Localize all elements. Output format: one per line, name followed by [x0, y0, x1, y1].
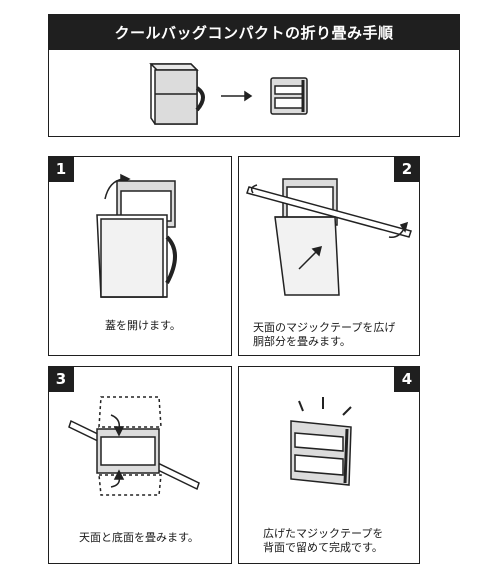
overview-illustration [149, 63, 308, 125]
step-2-illustration [246, 178, 412, 296]
step-3-caption-line-1: 天面と底面を畳みます。 [79, 531, 199, 544]
instructions-title-bar: クールバッグコンパクトの折り畳み手順 [48, 14, 460, 50]
step-1-panel: 1 蓋を開けます。 [48, 156, 232, 356]
step-4-caption: 広げたマジックテープを 背面で留めて完成です。 [263, 527, 383, 555]
step-1-number: 1 [48, 156, 74, 182]
step-4-panel: 4 広げたマジックテープを 背面で留めて完成です。 [238, 366, 420, 564]
step-2-caption-line-1: 天面のマジックテープを広げ [253, 321, 396, 334]
step-4-illustration [290, 397, 352, 486]
folded-bag-icon [270, 77, 308, 115]
step-2-panel: 2 天面のマジックテープを広げ 胴部分を畳みます。 [238, 156, 420, 356]
step-2-caption: 天面のマジックテープを広げ 胴部分を畳みます。 [253, 321, 395, 349]
step-1-caption-line-1: 蓋を開けます。 [105, 319, 181, 332]
step-3-panel: 3 天面と底面を畳みます。 [48, 366, 232, 564]
arrow-right-icon [221, 90, 253, 102]
step-2-caption-line-2: 胴部分を畳みます。 [253, 335, 351, 348]
step-4-caption-line-2: 背面で留めて完成です。 [263, 541, 383, 554]
step-3-number: 3 [48, 366, 74, 392]
step-3-illustration [68, 396, 200, 496]
instructions-title: クールバッグコンパクトの折り畳み手順 [114, 23, 394, 42]
step-1-caption: 蓋を開けます。 [105, 319, 181, 333]
step-1-illustration [96, 173, 177, 298]
full-bag-icon [149, 63, 205, 125]
step-4-caption-line-1: 広げたマジックテープを [263, 527, 384, 540]
step-4-number: 4 [394, 366, 420, 392]
overview-panel [48, 50, 460, 137]
step-2-number: 2 [394, 156, 420, 182]
step-3-caption: 天面と底面を畳みます。 [79, 531, 199, 545]
